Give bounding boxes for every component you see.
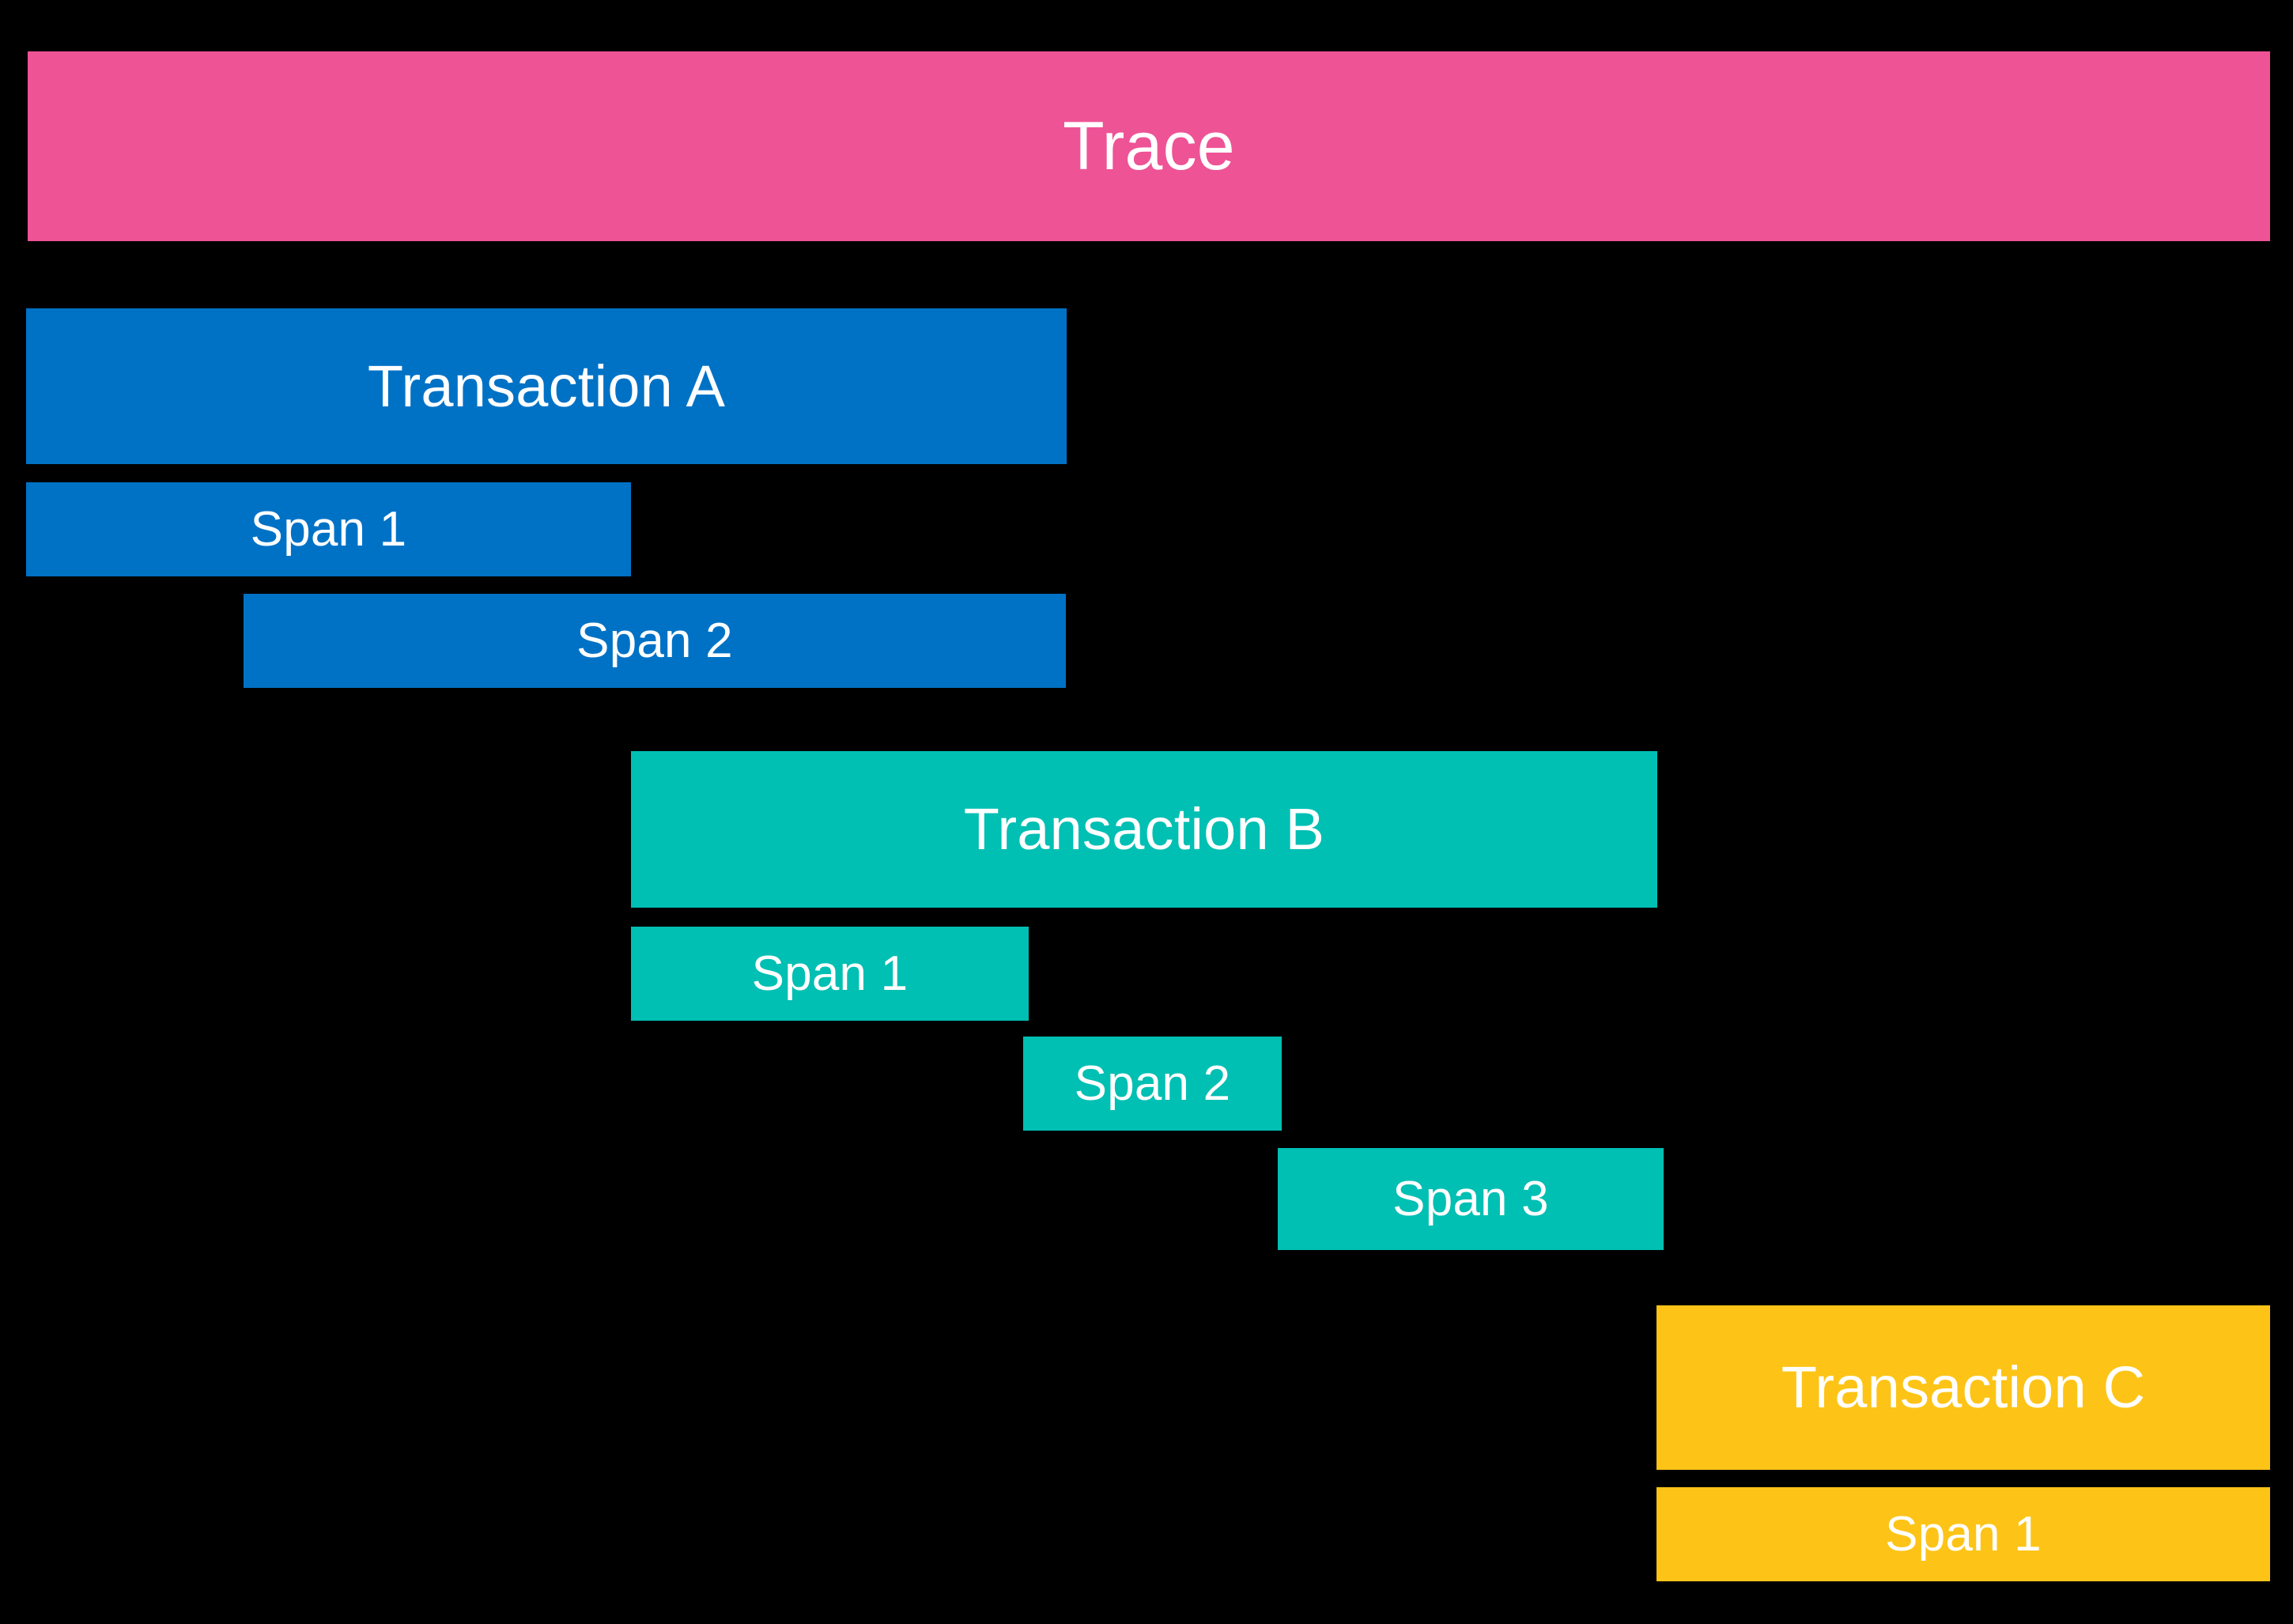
bar-transaction-c-span-1[interactable]: Span 1 <box>1656 1487 2270 1581</box>
bar-label-transaction-a-span-1: Span 1 <box>250 501 407 557</box>
bar-label-transaction-b: Transaction B <box>963 796 1325 862</box>
bar-label-transaction-c-span-1: Span 1 <box>1885 1506 2042 1562</box>
bar-label-trace: Trace <box>1063 108 1235 184</box>
bar-label-transaction-b-span-1: Span 1 <box>751 946 909 1001</box>
bar-label-transaction-c: Transaction C <box>1781 1354 2146 1420</box>
bar-transaction-a-span-2[interactable]: Span 2 <box>244 594 1066 688</box>
bar-transaction-b-span-2[interactable]: Span 2 <box>1023 1037 1282 1131</box>
bar-trace[interactable]: Trace <box>28 51 2270 241</box>
bar-label-transaction-b-span-3: Span 3 <box>1392 1171 1549 1226</box>
bar-transaction-a[interactable]: Transaction A <box>26 308 1067 464</box>
bar-transaction-b-span-1[interactable]: Span 1 <box>631 927 1029 1021</box>
bar-transaction-b[interactable]: Transaction B <box>631 751 1657 908</box>
bar-transaction-c[interactable]: Transaction C <box>1656 1305 2270 1470</box>
bar-label-transaction-a: Transaction A <box>367 353 726 419</box>
bar-label-transaction-a-span-2: Span 2 <box>576 613 733 668</box>
bar-transaction-a-span-1[interactable]: Span 1 <box>26 482 631 576</box>
bar-transaction-b-span-3[interactable]: Span 3 <box>1278 1148 1664 1250</box>
bar-label-transaction-b-span-2: Span 2 <box>1074 1056 1231 1111</box>
